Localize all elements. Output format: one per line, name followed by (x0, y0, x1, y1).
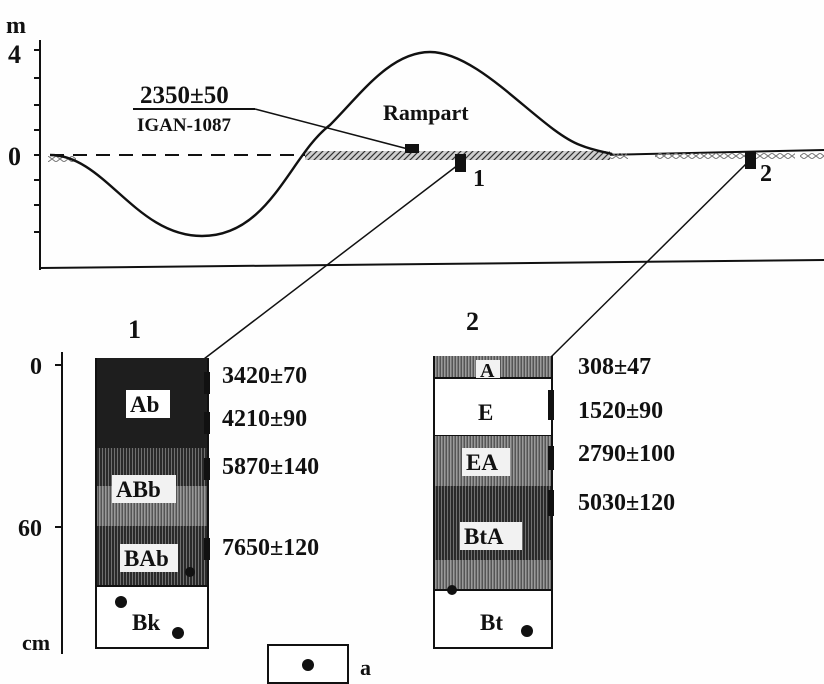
soil-band-edge (610, 153, 628, 159)
horizon-2-label: ABb (116, 477, 161, 502)
horizon-4-label: Bk (132, 610, 160, 635)
legend-nodule-icon (302, 659, 314, 671)
profile-point-1-label: 1 (473, 166, 485, 192)
horizon-bt-label: Bt (480, 610, 503, 635)
y-unit-label: m (6, 13, 26, 39)
date-leader-line (254, 108, 409, 150)
depth-tick-label-60: 60 (18, 516, 42, 542)
depth-axis: 0 60 cm (18, 352, 63, 655)
column-2-date-1: 308±47 (578, 354, 651, 380)
section-2-marker (745, 152, 756, 169)
depth-tick-label-0: 0 (30, 354, 42, 380)
rampart-label: Rampart (383, 100, 469, 125)
connector-line-2 (547, 161, 749, 361)
connector-line-1 (199, 164, 459, 363)
soil-band-far-right (800, 153, 824, 159)
terrain-profile-line (49, 50, 613, 238)
nodule-dot (172, 627, 184, 639)
column-1-title: 1 (128, 315, 141, 344)
column-1-date-2: 4210±90 (222, 406, 307, 432)
horizon-ea-label: EA (466, 450, 498, 475)
profile-y-ticks (34, 49, 40, 233)
dated-sample-marker (405, 144, 419, 153)
topographic-profile: m 4 0 1 2 Rampart 2350±50 IGAN-1087 (6, 13, 824, 270)
legend: a (267, 644, 371, 684)
horizon-bk (95, 585, 209, 649)
section-1-marker (455, 154, 466, 172)
nodule-dot (115, 596, 127, 608)
legend-label: a (360, 655, 371, 680)
horizon-e-label: E (478, 400, 493, 425)
soil-column-1: 1 Ab ABb BAb Bk 3420±70 4210±90 5870±140… (95, 315, 319, 649)
ground-line-right (599, 149, 824, 156)
y-tick-label-4: 4 (8, 40, 21, 69)
column-2-date-2: 1520±90 (578, 398, 663, 424)
column-1-date-3: 5870±140 (222, 454, 319, 480)
y-tick-label-0: 0 (8, 142, 21, 171)
horizon-bta-label: BtA (464, 524, 504, 549)
depth-unit-label: cm (22, 630, 50, 655)
nodule-dot (521, 625, 533, 637)
horizon-a-label: A (480, 360, 495, 382)
profile-baseline (39, 259, 824, 269)
horizon-3-label: BAb (124, 546, 169, 571)
column-2-title: 2 (466, 307, 479, 336)
column-1-date-1: 3420±70 (222, 363, 307, 389)
soil-band-left (48, 156, 76, 162)
column-2-date-4: 5030±120 (578, 490, 675, 516)
nodule-dot (447, 585, 457, 595)
column-1-date-4: 7650±120 (222, 535, 319, 561)
column-2-date-3: 2790±100 (578, 441, 675, 467)
date-value-label: 2350±50 (140, 82, 229, 109)
soil-band-right (655, 153, 795, 159)
horizon-1-label: Ab (130, 392, 159, 417)
soil-column-2: 2 A E EA BtA Bt 308±47 1520±90 2790±100 … (433, 307, 675, 649)
nodule-dot (185, 567, 195, 577)
profile-point-2-label: 2 (760, 161, 772, 187)
date-lab-code-label: IGAN-1087 (137, 115, 231, 136)
